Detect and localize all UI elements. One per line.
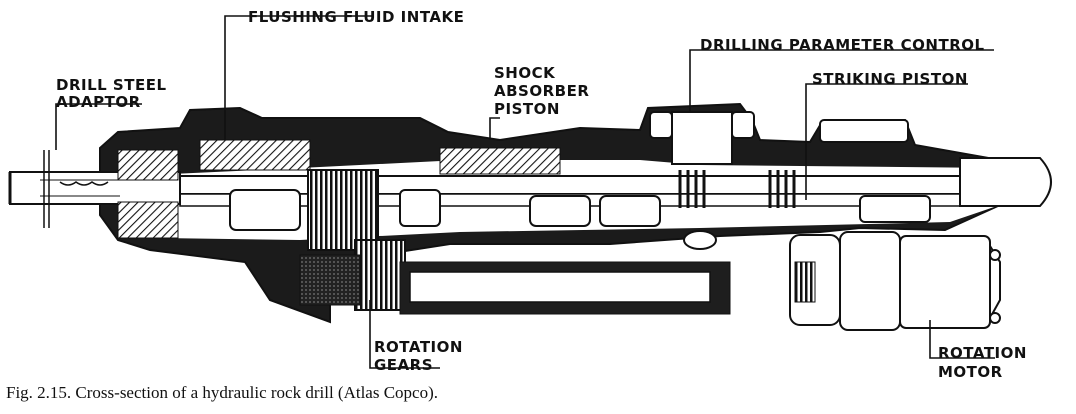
label-adaptor: ADAPTOR (56, 93, 141, 111)
rotation-motor (789, 231, 1001, 331)
label-absorber: ABSORBER (494, 82, 589, 100)
label-drill-steel: DRILL STEEL (56, 76, 167, 94)
labels: FLUSHING FLUID INTAKE DRILL STEEL ADAPTO… (56, 8, 1027, 381)
drill-body (8, 102, 1052, 331)
label-flushing-fluid-intake: FLUSHING FLUID INTAKE (248, 8, 464, 26)
label-rotation-gears-1: ROTATION (374, 338, 463, 356)
label-rotation-motor-2: MOTOR (938, 363, 1003, 381)
figure-caption: Fig. 2.15. Cross-section of a hydraulic … (6, 383, 439, 402)
label-piston: PISTON (494, 100, 560, 118)
label-shock: SHOCK (494, 64, 556, 82)
drill-steel-adaptor (8, 150, 181, 228)
control-block (671, 111, 733, 165)
label-rotation-gears-2: GEARS (374, 356, 433, 374)
label-drilling-parameter-control: DRILLING PARAMETER CONTROL (700, 36, 985, 54)
label-striking-piston: STRIKING PISTON (812, 70, 968, 88)
rotation-gears (299, 169, 406, 311)
leader-lines (55, 15, 995, 369)
label-rotation-motor-1: ROTATION (938, 344, 1027, 362)
main-shaft (179, 175, 981, 195)
